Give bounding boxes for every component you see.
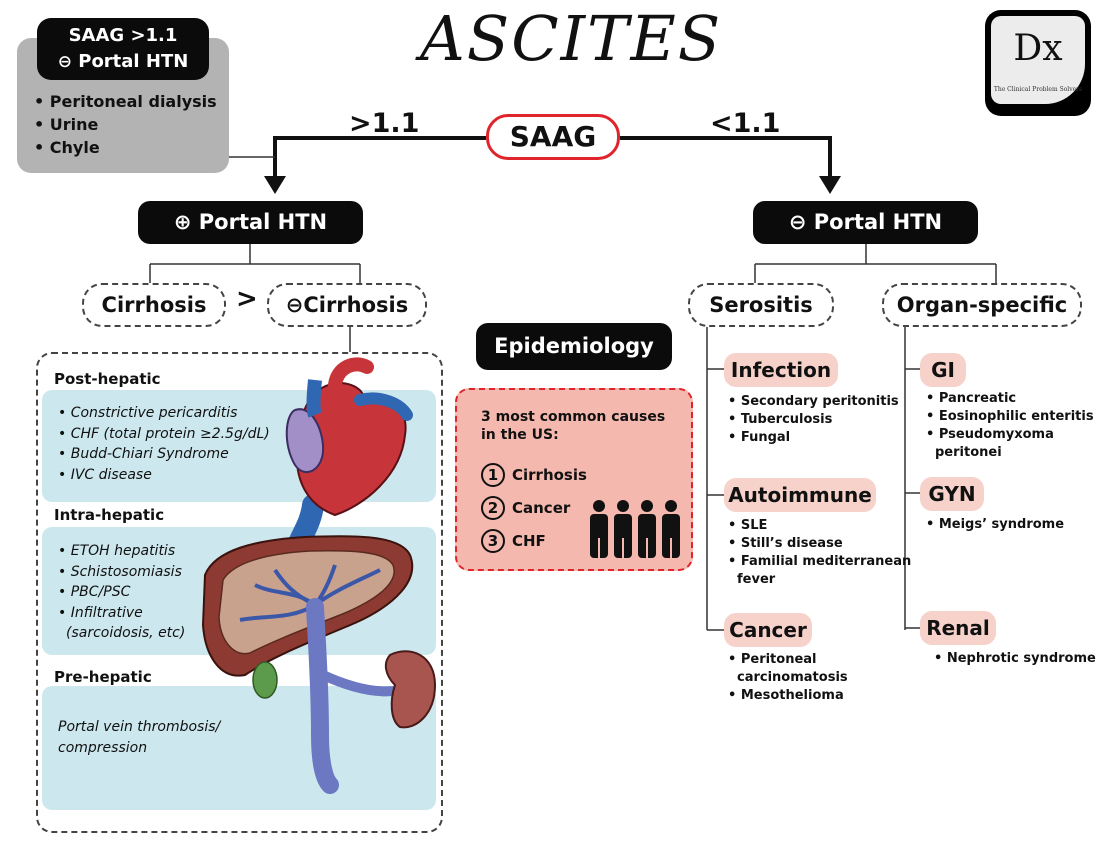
- non-cirrhosis-node: ⊖Cirrhosis: [267, 283, 427, 327]
- list-item: • IVC disease: [58, 466, 152, 483]
- intra-hepatic-title: Intra-hepatic: [54, 506, 165, 524]
- minus-circle-icon: ⊖: [57, 52, 72, 72]
- epidemiology-intro: 3 most common causes in the US:: [481, 408, 665, 444]
- epidemiology-intro-line1: 3 most common causes: [481, 409, 666, 425]
- non-cirrhosis-panel: [36, 352, 443, 833]
- list-item: • Nephrotic syndrome: [934, 651, 1096, 666]
- cancer-label: Cancer: [724, 613, 812, 647]
- list-item: peritonei: [935, 445, 1002, 460]
- minus-circle-icon: ⊖: [788, 210, 807, 234]
- logo-mark: Dx: [1013, 28, 1063, 69]
- list-item: • Pseudomyxoma: [926, 427, 1054, 442]
- list-item: carcinomatosis: [737, 670, 848, 685]
- epidemiology-intro-line2: in the US:: [481, 427, 559, 443]
- autoimmune-label: Autoimmune: [724, 478, 876, 512]
- list-item: • Fungal: [728, 430, 791, 445]
- minus-circle-icon: ⊖: [285, 293, 304, 317]
- positive-portal-htn-label: Portal HTN: [198, 210, 328, 234]
- epidemiology-title: Epidemiology: [476, 323, 672, 370]
- positive-portal-htn-pill: ⊕ Portal HTN: [138, 201, 363, 244]
- negative-portal-htn-pill: ⊖ Portal HTN: [753, 201, 978, 244]
- gallbladder-icon: [252, 661, 278, 699]
- pre-hepatic-box: [42, 686, 436, 810]
- renal-label: Renal: [920, 611, 996, 645]
- list-item: Portal vein thrombosis/: [58, 719, 221, 735]
- renal-list: • Nephrotic syndrome: [934, 650, 1096, 668]
- spleen-icon: [384, 650, 437, 729]
- gyn-label: GYN: [920, 477, 984, 511]
- portal-vein: [306, 598, 339, 794]
- right-atrium: [285, 408, 325, 474]
- number-circle-icon: 3: [481, 529, 505, 553]
- post-hepatic-list: • Constrictive pericarditis • CHF (total…: [58, 403, 270, 485]
- organ-specific-node: Organ-specific: [882, 283, 1082, 327]
- saag-exception-list: • Peritoneal dialysis • Urine • Chyle: [34, 90, 217, 159]
- infection-label: Infection: [724, 353, 838, 387]
- post-hepatic-title: Post-hepatic: [54, 370, 161, 388]
- list-item: • Still’s disease: [728, 536, 843, 551]
- people-icon: [590, 500, 680, 558]
- list-item: (sarcoidosis, etc): [66, 625, 186, 641]
- cancer-list: • Peritoneal carcinomatosis • Mesothelio…: [728, 651, 848, 705]
- number-circle-icon: 1: [481, 463, 505, 487]
- diagram-title: ASCITES: [420, 2, 723, 75]
- list-item: • Constrictive pericarditis: [58, 405, 238, 421]
- left-branch-label: >1.1: [349, 108, 420, 139]
- list-item: • Meigs’ syndrome: [926, 517, 1065, 532]
- list-item: • Secondary peritonitis: [728, 394, 899, 409]
- negative-portal-htn-label: Portal HTN: [813, 210, 943, 234]
- list-item: • PBC/PSC: [58, 584, 131, 600]
- list-item: • Urine: [34, 115, 99, 134]
- saag-exception-line1: SAAG >1.1: [68, 25, 178, 46]
- non-cirrhosis-label: Cirrhosis: [303, 293, 409, 317]
- list-item: • Infiltrative: [58, 604, 143, 621]
- pulmonary-vessel: [354, 392, 413, 421]
- list-item: • Schistosomiasis: [58, 563, 182, 580]
- saag-exception-line2: ⊖ Portal HTN: [37, 49, 209, 75]
- list-item: • CHF (total protein ≥2.5g/dL): [58, 425, 270, 442]
- aorta: [328, 357, 374, 392]
- saag-exception-pill: SAAG >1.1 ⊖ Portal HTN: [37, 18, 209, 80]
- logo-panel: Dx The Clinical Problem Solvers: [991, 16, 1085, 104]
- list-item: fever: [737, 572, 776, 587]
- saag-node: SAAG: [486, 114, 620, 160]
- pre-hepatic-title: Pre-hepatic: [54, 668, 152, 686]
- serositis-node: Serositis: [688, 283, 834, 327]
- plus-circle-icon: ⊕: [173, 210, 192, 234]
- gi-list: • Pancreatic • Eosinophilic enteritis • …: [926, 390, 1094, 462]
- list-item: • Familial mediterranean: [728, 554, 912, 569]
- pre-hepatic-list: Portal vein thrombosis/ compression: [58, 717, 220, 758]
- anatomy-illustration: [201, 357, 437, 794]
- right-branch-label: <1.1: [710, 108, 781, 139]
- list-item: • Peritoneal dialysis: [34, 92, 217, 111]
- list-item: • Chyle: [34, 138, 100, 157]
- dx-logo: Dx The Clinical Problem Solvers: [985, 10, 1091, 116]
- list-item: • Budd-Chiari Syndrome: [58, 446, 229, 462]
- logo-subtitle: The Clinical Problem Solvers: [993, 86, 1083, 93]
- cirrhosis-node: Cirrhosis: [82, 283, 226, 327]
- gyn-list: • Meigs’ syndrome: [926, 516, 1064, 534]
- list-item: • ETOH hepatitis: [58, 543, 176, 559]
- list-item: • SLE: [728, 518, 768, 533]
- greater-than-symbol: >: [236, 284, 258, 314]
- list-item: compression: [58, 739, 148, 756]
- number-circle-icon: 2: [481, 496, 505, 520]
- list-item: • Mesothelioma: [728, 688, 844, 703]
- autoimmune-list: • SLE • Still’s disease • Familial medit…: [728, 517, 911, 589]
- list-item: • Eosinophilic enteritis: [926, 409, 1094, 424]
- intra-hepatic-list: • ETOH hepatitis • Schistosomiasis • PBC…: [58, 541, 185, 644]
- list-item: • Peritoneal: [728, 652, 817, 667]
- saag-exception-label: Portal HTN: [78, 51, 189, 72]
- list-item: • Pancreatic: [926, 391, 1017, 406]
- infection-list: • Secondary peritonitis • Tuberculosis •…: [728, 393, 899, 447]
- list-item: • Tuberculosis: [728, 412, 833, 427]
- svc-vessel: [306, 379, 322, 418]
- gi-label: GI: [920, 353, 966, 387]
